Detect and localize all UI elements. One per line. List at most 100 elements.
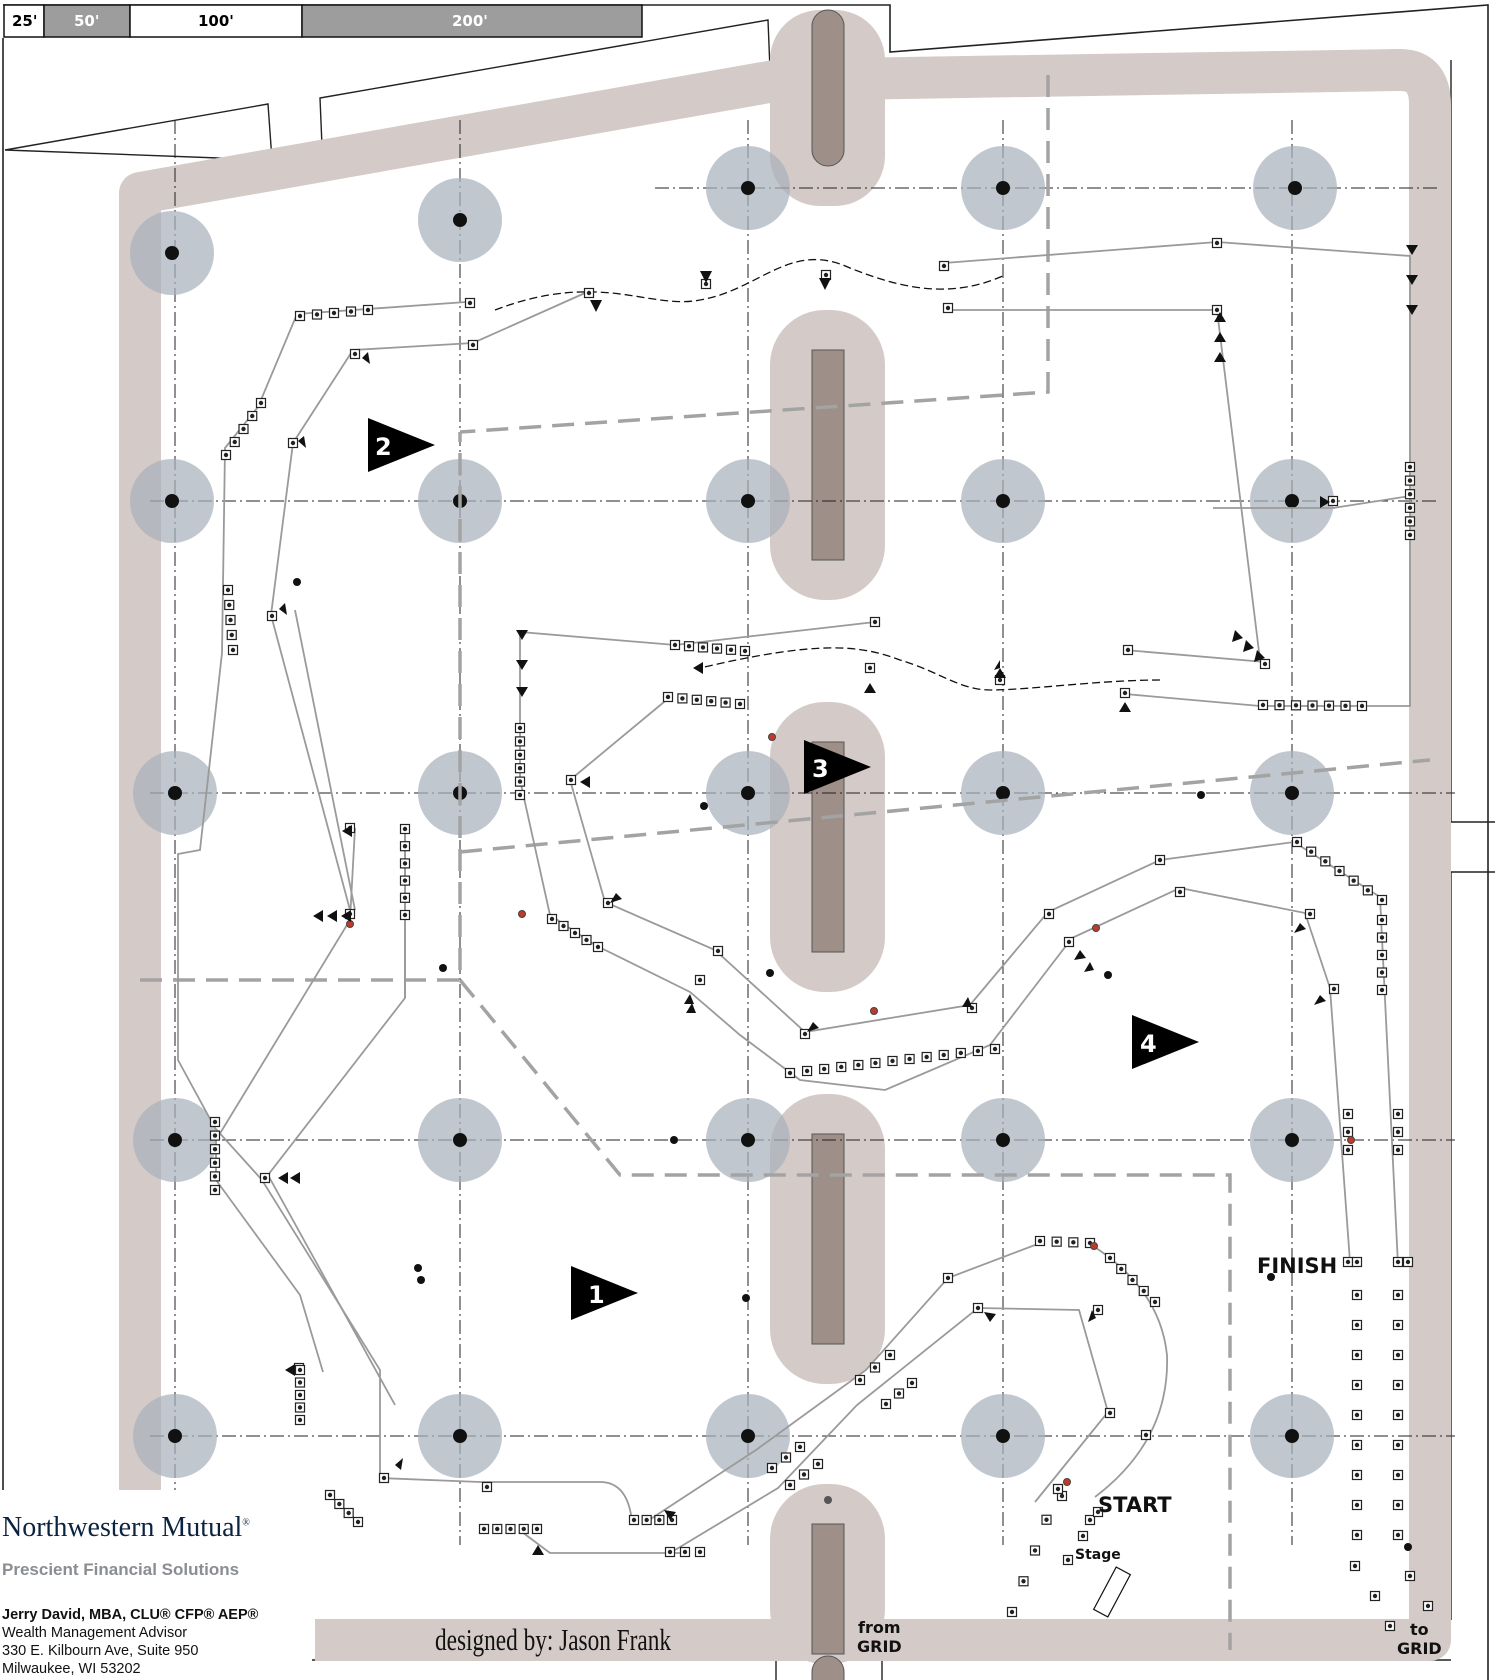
- scale-seg-200: [301, 4, 643, 38]
- cone: [712, 945, 724, 957]
- cone: [514, 749, 526, 760]
- finish-label: FINISH: [1257, 1254, 1337, 1278]
- light-pole: [133, 1098, 217, 1182]
- cone: [691, 694, 702, 705]
- cone: [1307, 700, 1318, 711]
- brand-mark: ®: [242, 1517, 250, 1529]
- cone: [294, 1364, 306, 1376]
- cone: [780, 1452, 792, 1463]
- cone: [238, 423, 249, 435]
- from-grid-label: from: [858, 1618, 901, 1637]
- cone: [1043, 908, 1055, 920]
- light-pole: [133, 751, 217, 835]
- to-grid-label: to: [1410, 1620, 1429, 1639]
- sponsor-block: Northwestern Mutual® Prescient Financial…: [0, 1490, 312, 1680]
- cone: [1068, 1237, 1079, 1248]
- advisor-title: Wealth Management Advisor: [2, 1625, 188, 1641]
- cone: [906, 1377, 918, 1389]
- stage-label: Stage: [1075, 1547, 1121, 1563]
- cone: [938, 1049, 949, 1061]
- cone: [328, 307, 340, 319]
- cone: [1018, 1576, 1029, 1587]
- cone: [324, 1489, 336, 1501]
- cone: [1392, 1409, 1404, 1421]
- cone: [209, 1116, 221, 1128]
- cone: [209, 1144, 221, 1155]
- cone: [1328, 983, 1340, 995]
- cone: [259, 1172, 271, 1184]
- light-pole: [418, 178, 502, 262]
- cone: [222, 584, 234, 596]
- cone: [565, 774, 577, 786]
- cone: [1323, 700, 1335, 711]
- cone: [518, 1523, 529, 1535]
- cone: [654, 1514, 665, 1526]
- cone: [1392, 1439, 1404, 1451]
- cone: [1116, 1263, 1127, 1275]
- to-grid-label-2: GRID: [1397, 1639, 1442, 1658]
- cone: [1376, 894, 1388, 906]
- cone: [1351, 1349, 1363, 1361]
- scale-seg-25: [3, 4, 45, 38]
- cone: [694, 974, 706, 986]
- cone: [1138, 1285, 1149, 1297]
- cone: [1351, 1409, 1363, 1421]
- cone: [1392, 1349, 1404, 1361]
- cone: [1392, 1499, 1404, 1511]
- light-pole: [961, 1098, 1045, 1182]
- cone: [641, 1514, 652, 1526]
- light-pole: [418, 1098, 502, 1182]
- cone: [1104, 1407, 1116, 1419]
- cone: [1342, 1256, 1354, 1268]
- cone: [853, 1059, 864, 1071]
- cone: [1376, 914, 1388, 926]
- cone: [247, 410, 258, 422]
- station-marker-2: 2: [368, 418, 435, 472]
- cone: [1306, 846, 1317, 857]
- cone: [1376, 984, 1388, 996]
- cone: [1149, 1296, 1161, 1308]
- light-pole: [706, 146, 790, 230]
- cone: [942, 302, 954, 314]
- cone: [334, 1498, 345, 1510]
- cone: [694, 1546, 706, 1558]
- cone: [1392, 1469, 1404, 1481]
- cone: [581, 934, 592, 946]
- cone: [1404, 516, 1416, 527]
- cone: [583, 287, 595, 299]
- cone: [1122, 644, 1134, 656]
- cone: [938, 260, 950, 272]
- cone: [1257, 699, 1269, 711]
- cone: [1062, 1554, 1074, 1566]
- cone: [1351, 1289, 1363, 1301]
- cone: [569, 927, 581, 939]
- address-line-2: Milwaukee, WI 53202: [2, 1661, 141, 1677]
- cone: [864, 662, 876, 674]
- cone: [1140, 1429, 1152, 1441]
- station-marker-3: 3: [804, 740, 871, 794]
- cone: [1119, 687, 1131, 699]
- red-cones: [346, 733, 1355, 1486]
- perimeter-road: [119, 49, 1451, 1661]
- cone: [226, 629, 237, 641]
- cone: [478, 1523, 490, 1535]
- cone: [662, 691, 674, 703]
- cone: [558, 920, 569, 932]
- scale-seg-100: [129, 4, 303, 38]
- cone: [1304, 908, 1316, 920]
- cone: [794, 1441, 806, 1453]
- cone: [602, 897, 614, 909]
- cone: [294, 1377, 306, 1388]
- cone: [1274, 700, 1285, 711]
- svg-text:2: 2: [375, 433, 392, 461]
- cone: [514, 763, 526, 774]
- cone: [209, 1171, 221, 1182]
- cone: [399, 841, 411, 852]
- cone: [224, 599, 235, 611]
- scale-label-200: 200': [452, 12, 488, 30]
- cone: [921, 1051, 932, 1063]
- building-outlines: [4, 19, 1495, 1680]
- cone: [972, 1045, 984, 1057]
- cone: [1362, 885, 1373, 896]
- cone: [220, 449, 232, 461]
